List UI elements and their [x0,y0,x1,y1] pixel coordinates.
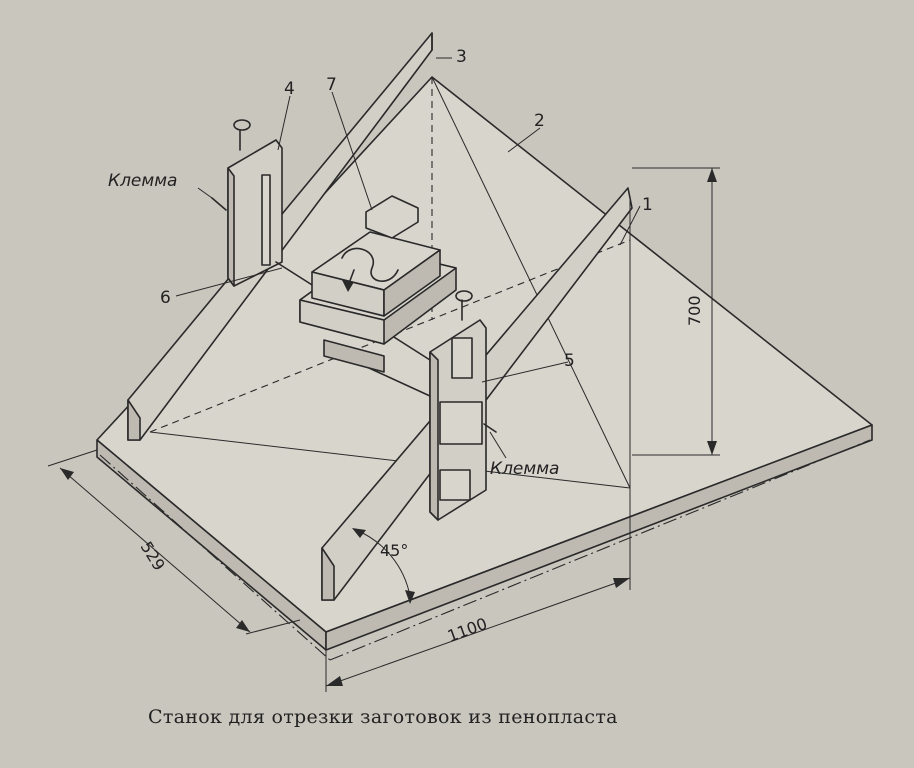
terminal-label-left: Клемма [108,171,177,191]
terminal-labels: Клемма Клемма [108,171,559,479]
part-label-3: 3 [456,47,467,67]
part-labels: 1 2 3 4 5 6 7 [160,47,653,371]
part-label-1: 1 [642,195,653,215]
terminal-label-right: Клемма [490,459,559,479]
dimension-label-angle: 45° [380,541,408,560]
foam-workpiece [299,195,457,373]
angle-dimension [352,528,415,604]
leader-lines [175,57,641,459]
part-label-7: 7 [326,75,337,95]
depth-dimension [47,449,301,635]
part-label-4: 4 [284,79,295,99]
part-label-6: 6 [160,288,171,308]
part-label-5: 5 [564,351,575,371]
figure-caption: Станок для отрезки заготовок из пеноплас… [148,706,618,728]
dimension-label-depth: 529 [137,538,169,574]
dimension-label-height: 700 [685,295,704,326]
right-clamp-post [429,290,497,521]
dimension-label-width: 1100 [445,614,490,646]
height-dimension [629,167,720,580]
part-label-2: 2 [534,111,545,131]
left-clamp-post [211,119,283,287]
width-dimension [325,575,631,692]
